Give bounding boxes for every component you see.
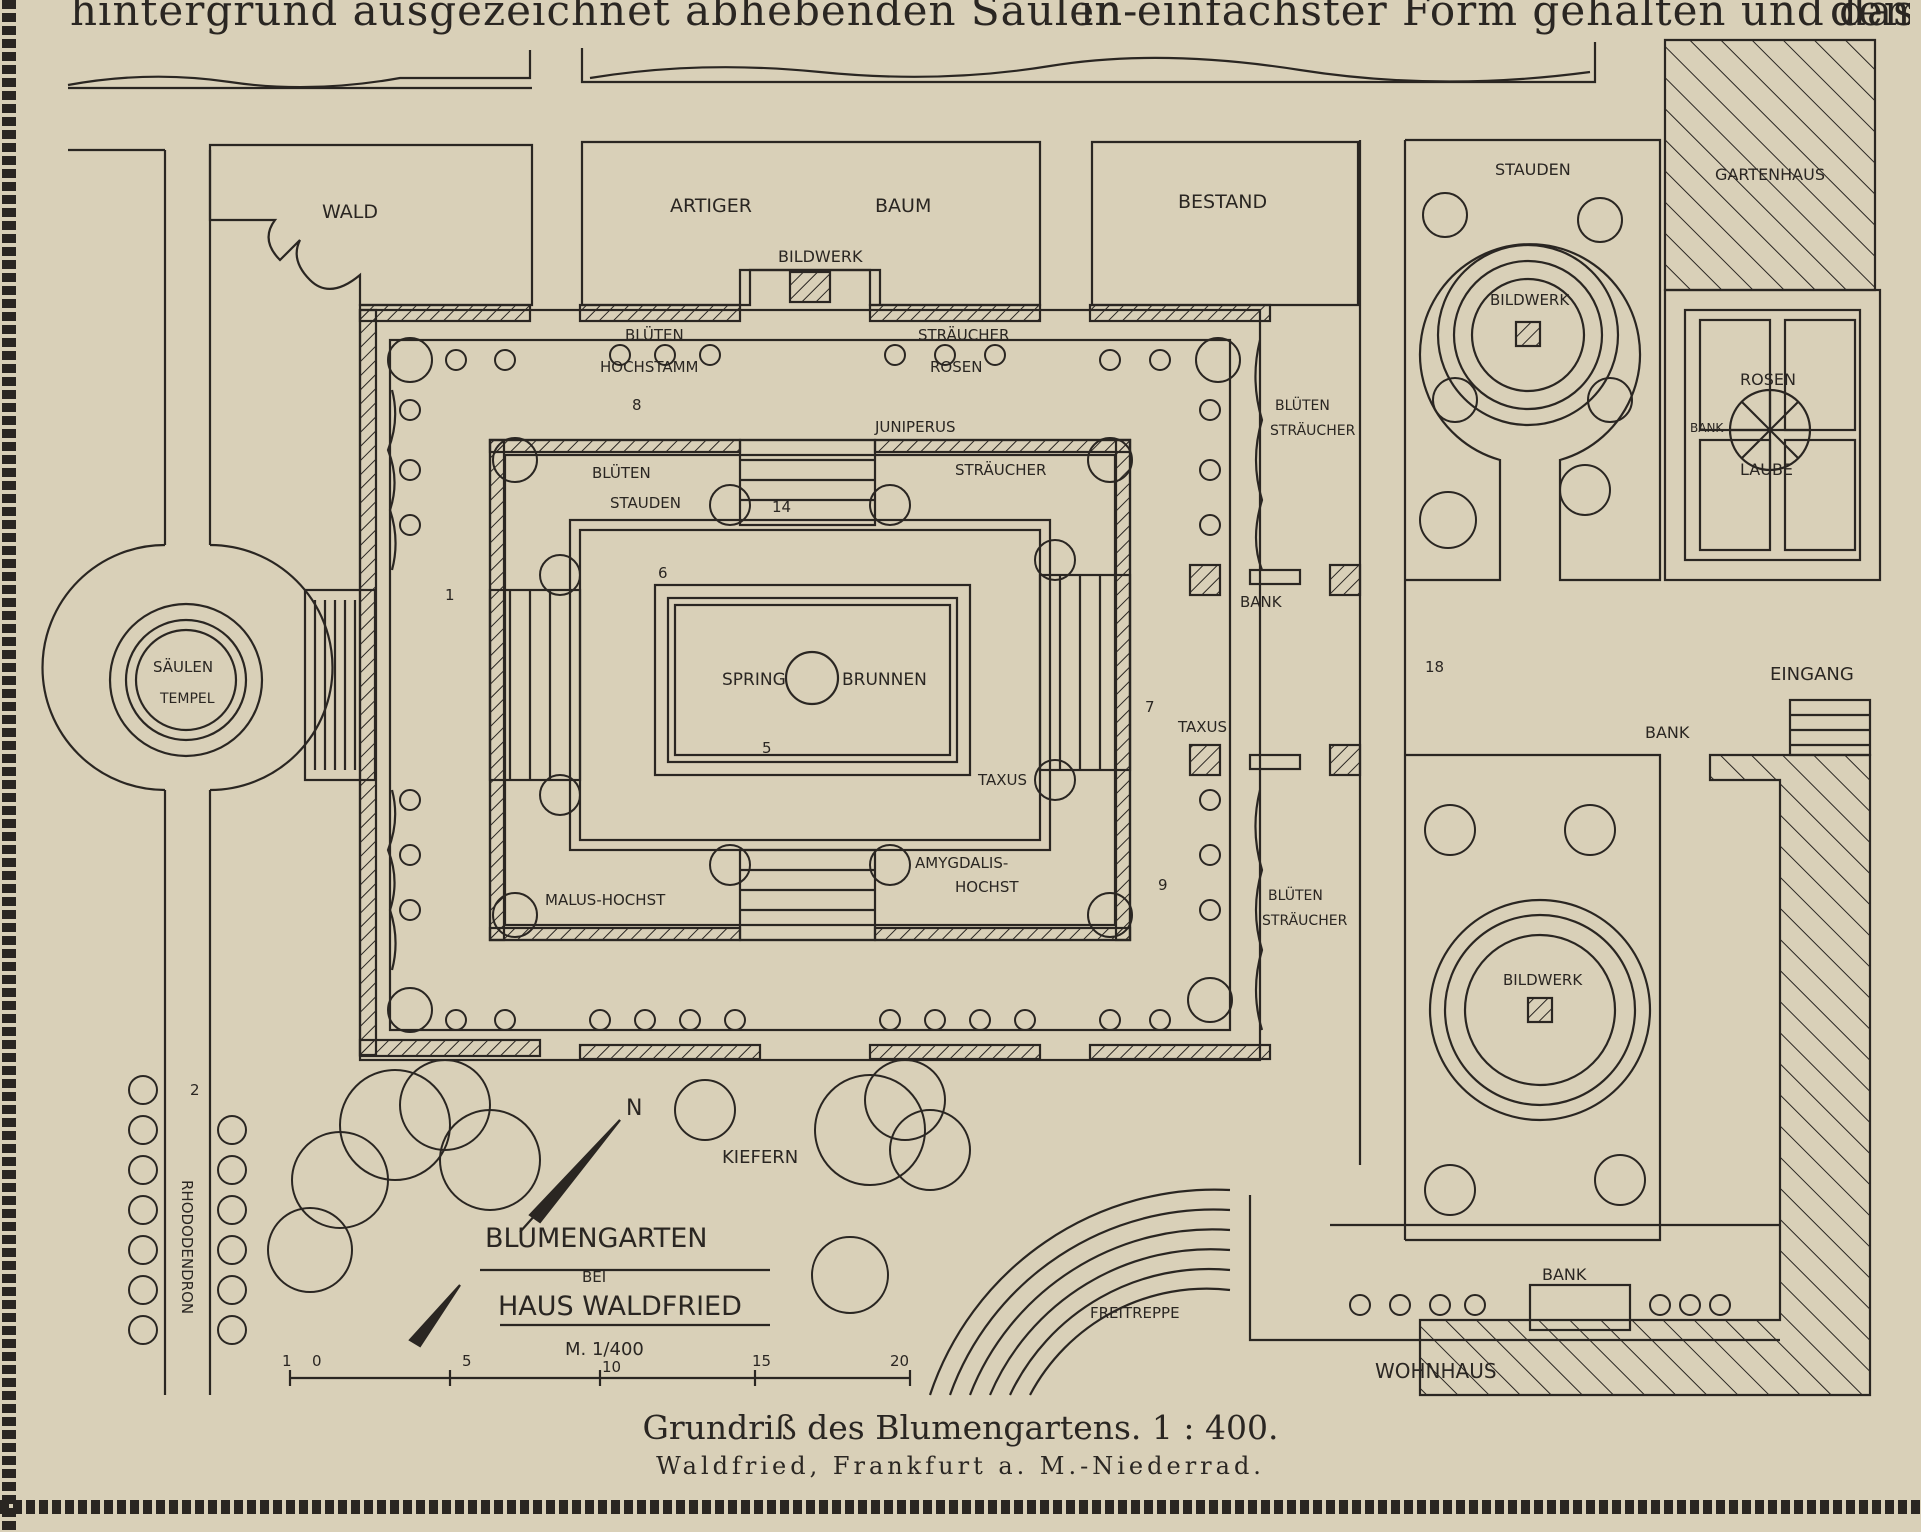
- label-straeucher-rosen-1: STRÄUCHER: [918, 325, 1009, 344]
- label-bank-rosen: BANK: [1690, 421, 1724, 435]
- label-stauden-ne: STAUDEN: [1495, 160, 1571, 179]
- scale-tick-15: 15: [752, 1352, 771, 1370]
- tree-symbols: [128, 192, 1731, 1345]
- freitreppe: [928, 1188, 1231, 1396]
- temple-outer-ring: [108, 602, 264, 758]
- gartenhaus: [1663, 38, 1877, 292]
- label-straeucher-inner: STRÄUCHER: [955, 460, 1046, 479]
- caption-title: Grundriß des Blumengartens. 1 : 400.: [642, 1408, 1279, 1447]
- top-hedge-left: [67, 50, 532, 89]
- viewpoint-18: 18: [1425, 658, 1444, 676]
- fountain-circle: [784, 650, 840, 706]
- scale-tick-20: 20: [890, 1352, 909, 1370]
- viewpoint-1: 1: [445, 586, 455, 604]
- label-kiefern: KIEFERN: [722, 1147, 798, 1168]
- label-blueten-straeucher-b1: BLÜTEN: [1268, 886, 1323, 904]
- label-bildwerk-ne: BILDWERK: [1490, 291, 1570, 309]
- label-blueten-straeucher-b2: STRÄUCHER: [1262, 911, 1348, 929]
- label-gartenhaus: GARTENHAUS: [1715, 165, 1825, 184]
- label-eingang: EINGANG: [1770, 664, 1854, 685]
- label-artiger: ARTIGER: [670, 195, 752, 217]
- label-blueten-hochstamm-2: HOCHSTAMM: [600, 358, 699, 376]
- top-text-fragment-2: in einfachster Form gehalten und das: [1080, 0, 1910, 35]
- label-baum: BAUM: [875, 195, 931, 217]
- label-amygdalis-1: AMYGDALIS-: [915, 854, 1008, 872]
- label-blueten-hochstamm-1: BLÜTEN: [625, 325, 684, 344]
- label-bank-eingang: BANK: [1645, 723, 1690, 742]
- label-malus: MALUS-HOCHST: [545, 891, 666, 909]
- label-taxus-east: TAXUS: [1177, 718, 1227, 736]
- left-dashed-border: [2, 0, 16, 1532]
- inner-garden-frame: [488, 438, 1132, 942]
- label-wohnhaus: WOHNHAUS: [1375, 1359, 1497, 1383]
- label-juniperus: JUNIPERUS: [874, 418, 956, 436]
- label-amygdalis-2: HOCHST: [955, 878, 1019, 896]
- wohnhaus-wall: [1418, 753, 1872, 1397]
- west-stairs: [303, 588, 377, 782]
- caption-subtitle: Waldfried, Frankfurt a. M.-Niederrad.: [656, 1452, 1265, 1480]
- ne-garden: [1405, 138, 1662, 582]
- label-blueten-straeucher-a2: STRÄUCHER: [1270, 421, 1356, 439]
- label-blueten-straeucher-a1: BLÜTEN: [1275, 396, 1330, 414]
- cut-off-body-text: hintergrund ausgezeichnet abhebenden Säu…: [70, 0, 1910, 36]
- viewpoint-2: 2: [190, 1081, 200, 1099]
- viewpoint-7: 7: [1145, 698, 1155, 716]
- se-garden: [1405, 753, 1662, 1242]
- label-bestand: BESTAND: [1178, 191, 1267, 213]
- label-wald: WALD: [322, 201, 378, 223]
- viewpoint-5: 5: [762, 739, 772, 757]
- viewpoint-8: 8: [632, 396, 642, 414]
- scale-tick-5: 5: [462, 1352, 472, 1370]
- bottom-dashed-border: [0, 1500, 1921, 1514]
- label-north: N: [626, 1096, 642, 1121]
- label-taxus-inner: TAXUS: [977, 771, 1027, 789]
- label-tempel: TEMPEL: [159, 691, 215, 707]
- label-blueten-stauden-2: STAUDEN: [610, 494, 681, 512]
- label-blueten-stauden-1: BLÜTEN: [592, 463, 651, 482]
- inner-stairs: [488, 438, 1132, 942]
- title-line-1: BLUMENGARTEN: [485, 1223, 707, 1254]
- title-scale: M. 1/400: [565, 1339, 644, 1360]
- title-line-2: BEI: [582, 1268, 606, 1286]
- label-rosen: ROSEN: [1740, 370, 1796, 389]
- scale-tick-1: 1: [282, 1352, 292, 1370]
- title-line-3: HAUS WALDFRIED: [498, 1291, 742, 1322]
- label-bildwerk-top: BILDWERK: [778, 247, 863, 266]
- label-laube: LAUBE: [1740, 460, 1793, 479]
- rose-arbor: [1663, 288, 1882, 582]
- viewpoint-6: 6: [658, 564, 668, 582]
- label-bank-wohnhaus: BANK: [1542, 1265, 1587, 1284]
- label-rhododendron: RHODODENDRON: [178, 1180, 196, 1314]
- label-straeucher-rosen-2: ROSEN: [930, 358, 982, 376]
- scale-tick-10: 10: [602, 1358, 621, 1376]
- forest-block-east: [1090, 140, 1360, 307]
- forest-block-west: [208, 143, 534, 307]
- viewpoint-14: 14: [772, 498, 791, 516]
- label-freitreppe: FREITREPPE: [1090, 1304, 1180, 1322]
- label-spring: SPRING: [722, 670, 786, 690]
- label-bildwerk-se: BILDWERK: [1503, 971, 1583, 989]
- label-saeulen: SÄULEN: [153, 657, 213, 676]
- top-text-fragment-1: hintergrund ausgezeichnet abhebenden Säu…: [70, 0, 1139, 35]
- top-text-fragment-3: dem: [1830, 0, 1910, 35]
- label-brunnen: BRUNNEN: [842, 670, 927, 690]
- label-bank-east-top: BANK: [1240, 593, 1283, 611]
- viewpoint-9: 9: [1158, 876, 1168, 894]
- fountain-pool: [653, 583, 972, 777]
- top-hedge-right: [580, 42, 1597, 84]
- scale-tick-0: 0: [312, 1352, 322, 1370]
